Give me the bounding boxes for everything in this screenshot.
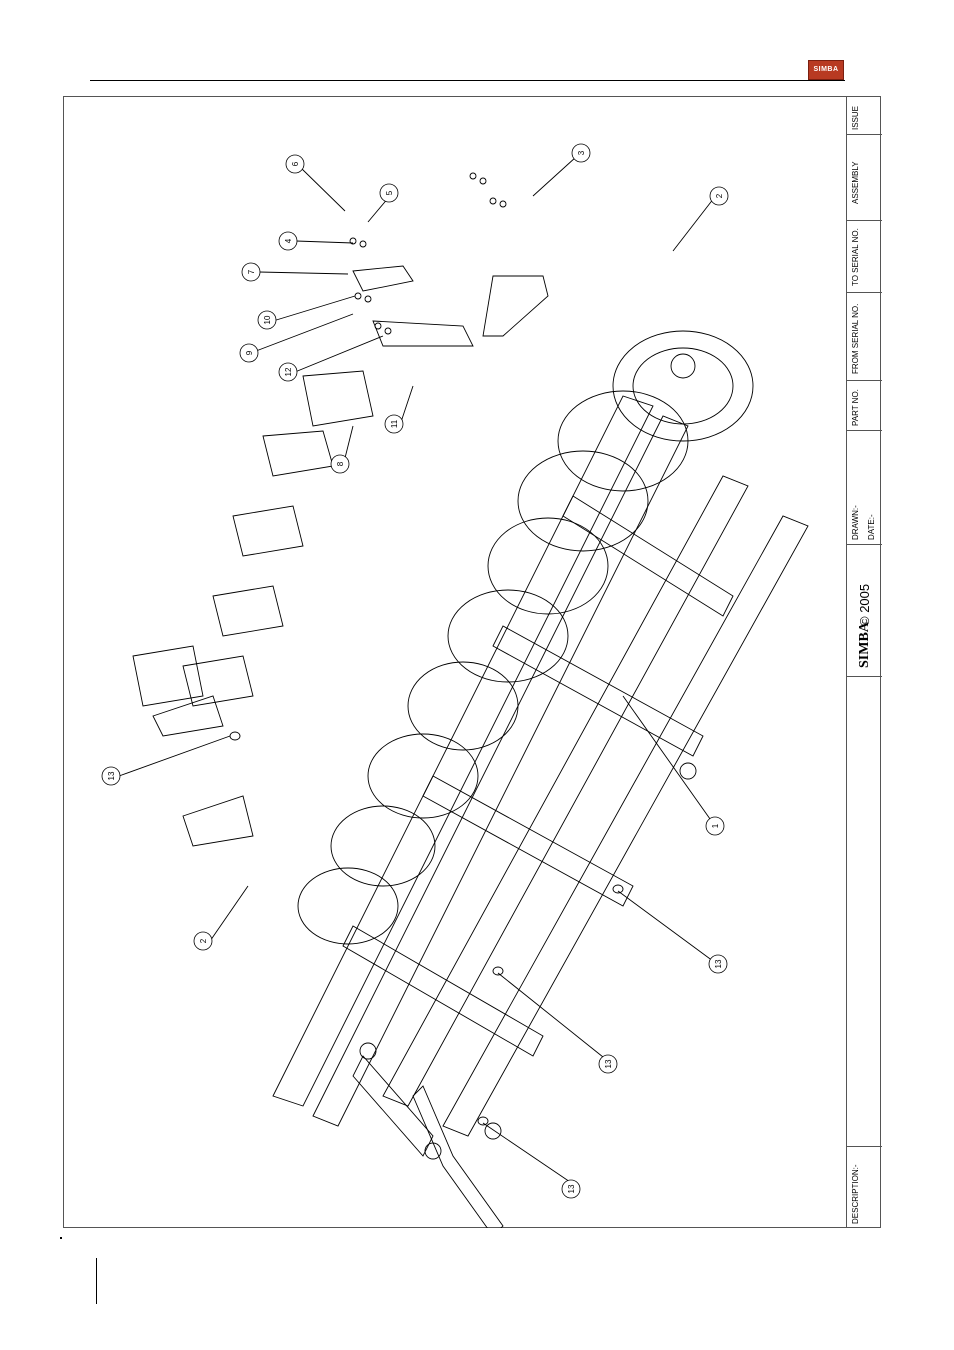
frame-crossbar	[493, 626, 703, 756]
callout-2: 2	[710, 187, 728, 205]
svg-text:11: 11	[390, 419, 399, 428]
frame-crossbar	[343, 926, 543, 1056]
callout-9: 9	[240, 344, 258, 362]
svg-text:3: 3	[577, 150, 586, 155]
tine-bracket	[153, 696, 223, 736]
svg-text:12: 12	[284, 367, 293, 376]
svg-text:9: 9	[245, 350, 254, 355]
disc	[518, 451, 648, 551]
svg-text:2: 2	[715, 193, 724, 198]
frame-crossbar	[563, 496, 733, 616]
title-block: ISSUE ASSEMBLY TO SERIAL NO. FROM SERIAL…	[846, 96, 881, 1228]
tine-bracket	[183, 796, 253, 846]
callout-11: 11	[385, 415, 403, 433]
tine-bracket	[483, 276, 548, 336]
callout-3: 3	[572, 144, 590, 162]
frame-beam	[313, 416, 688, 1126]
issue-label: ISSUE	[851, 106, 860, 130]
from-serial-label: FROM SERIAL NO.	[851, 304, 860, 374]
frame-beam	[273, 396, 653, 1106]
callout-6: 6	[286, 155, 304, 173]
date-label: DATE:-	[867, 514, 876, 540]
part-callouts: 6 5 3 2 4 7 10 9 12 11 8 13 1 2 13 13 13	[102, 144, 728, 1198]
callout-13: 13	[102, 767, 120, 785]
callout-7: 7	[242, 263, 260, 281]
description-label: DESCRIPTION:-	[851, 1164, 860, 1224]
svg-text:13: 13	[107, 771, 116, 780]
svg-text:7: 7	[247, 269, 256, 274]
svg-text:8: 8	[336, 461, 345, 466]
part-no-label: PART NO.	[851, 389, 860, 426]
hitch-bracket	[413, 1086, 503, 1228]
callout-2: 2	[194, 932, 212, 950]
tine-bracket	[373, 321, 473, 346]
svg-text:5: 5	[385, 190, 394, 195]
callout-4: 4	[279, 232, 297, 250]
callout-13: 13	[562, 1180, 580, 1198]
svg-text:6: 6	[291, 161, 300, 166]
callout-10: 10	[258, 311, 276, 329]
svg-text:1: 1	[711, 823, 720, 828]
simba-brand: SIMBA	[857, 622, 873, 668]
copyright-text: © 2005	[857, 584, 872, 626]
assembly-label: ASSEMBLY	[851, 161, 860, 204]
disc	[368, 734, 478, 818]
tine-bracket	[303, 371, 373, 426]
svg-text:2: 2	[199, 938, 208, 943]
disc	[448, 590, 568, 682]
callout-8: 8	[331, 455, 349, 473]
header-rule	[90, 80, 845, 81]
tine-bracket	[133, 646, 203, 706]
exploded-assembly-drawing: 6 5 3 2 4 7 10 9 12 11 8 13 1 2 13 13 13	[63, 96, 847, 1228]
callout-13: 13	[709, 955, 727, 973]
frame-beam	[443, 516, 808, 1136]
callout-1: 1	[706, 817, 724, 835]
tine-bracket	[233, 506, 303, 556]
tine-bracket	[213, 586, 283, 636]
tine-bracket	[263, 431, 333, 476]
frame-beam	[383, 476, 748, 1106]
page-mark	[60, 1237, 62, 1239]
callout-13: 13	[599, 1055, 617, 1073]
svg-text:10: 10	[263, 315, 272, 324]
disc	[613, 331, 753, 441]
tine-bracket	[183, 656, 253, 706]
tine-bracket	[353, 266, 413, 291]
disc	[558, 391, 688, 491]
svg-text:13: 13	[567, 1184, 576, 1193]
svg-text:13: 13	[714, 959, 723, 968]
callout-12: 12	[279, 363, 297, 381]
simba-logo: SIMBA	[808, 60, 844, 80]
margin-bar	[96, 1258, 97, 1304]
disc	[408, 662, 518, 750]
drawn-label: DRAWN:-	[851, 505, 860, 540]
svg-text:13: 13	[604, 1059, 613, 1068]
svg-text:4: 4	[284, 238, 293, 243]
to-serial-label: TO SERIAL NO.	[851, 228, 860, 286]
callout-5: 5	[380, 184, 398, 202]
disc	[298, 868, 398, 944]
